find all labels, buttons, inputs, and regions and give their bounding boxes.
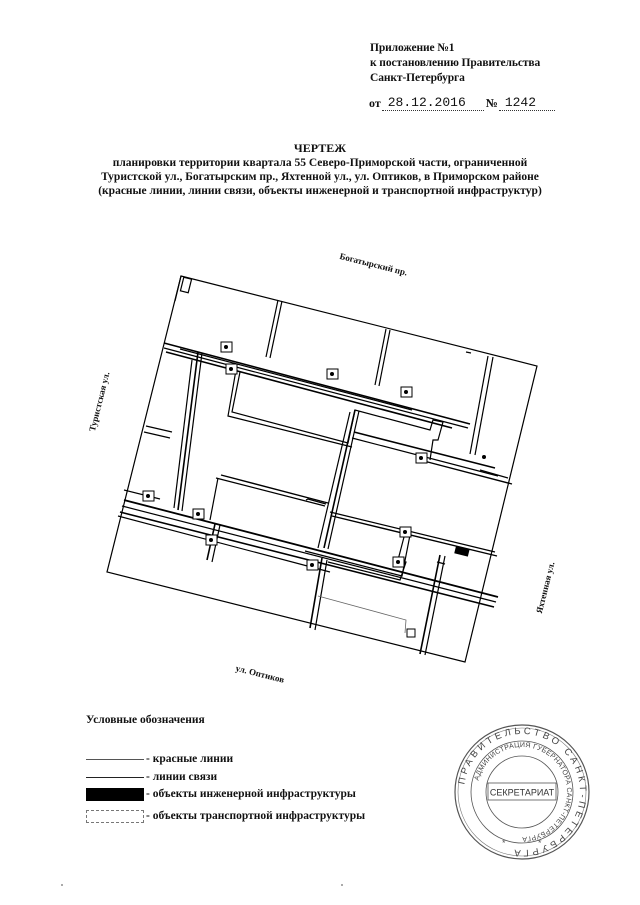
appendix-reference: Приложение №1 к постановлению Правительс… <box>370 41 540 86</box>
scan-artifact <box>61 884 63 886</box>
official-stamp-icon: ПРАВИТЕЛЬСТВО САНКТ-ПЕТЕРБУРГА АДМИНИСТР… <box>454 724 590 860</box>
engineering-infrastructure-symbol-icon <box>86 787 144 801</box>
resolution-number: 1242 <box>498 95 555 111</box>
transport-infrastructure-symbol-icon <box>86 809 144 823</box>
title-line-3: (красные линии, линии связи, объекты инж… <box>98 185 542 197</box>
legend-label: - объекты транспортной инфраструктуры <box>146 810 366 822</box>
title-line-1: планировки территории квартала 55 Северо… <box>112 157 528 169</box>
legend-item-transport-infrastructure: - объекты транспортной инфраструктуры <box>86 809 366 823</box>
communication-line-symbol-icon <box>86 771 144 783</box>
appendix-line-2: к постановлению Правительства <box>370 57 541 69</box>
title-heading: ЧЕРТЕЖ <box>293 141 347 155</box>
number-prefix: № <box>485 96 498 110</box>
title-line-2: Туристской ул., Богатырским пр., Яхтенно… <box>101 171 539 183</box>
stamp-center-text: СЕКРЕТАРИАТ <box>490 788 555 798</box>
resolution-date-number: от 28.12.2016 № 1242 <box>369 95 555 111</box>
block-boundary <box>106 275 538 663</box>
document-title: ЧЕРТЕЖ планировки территории квартала 55… <box>60 141 580 198</box>
svg-text:*: * <box>538 838 542 848</box>
legend-label: - красные линии <box>146 753 234 765</box>
legend-title: Условные обозначения <box>86 714 205 726</box>
date-prefix: от <box>369 96 381 110</box>
red-line-symbol-icon <box>86 753 144 765</box>
legend-item-communication-lines: - линии связи <box>86 771 217 783</box>
legend-label: - объекты инженерной инфраструктуры <box>146 788 356 800</box>
resolution-date: 28.12.2016 <box>381 95 484 111</box>
appendix-line-1: Приложение №1 <box>370 42 455 54</box>
appendix-line-3: Санкт-Петербурга <box>370 72 465 84</box>
scan-artifact <box>341 884 343 886</box>
legend-item-red-lines: - красные линии <box>86 753 233 765</box>
legend-item-engineering-infrastructure: - объекты инженерной инфраструктуры <box>86 787 356 801</box>
svg-text:*: * <box>502 838 506 848</box>
legend-label: - линии связи <box>146 771 218 783</box>
